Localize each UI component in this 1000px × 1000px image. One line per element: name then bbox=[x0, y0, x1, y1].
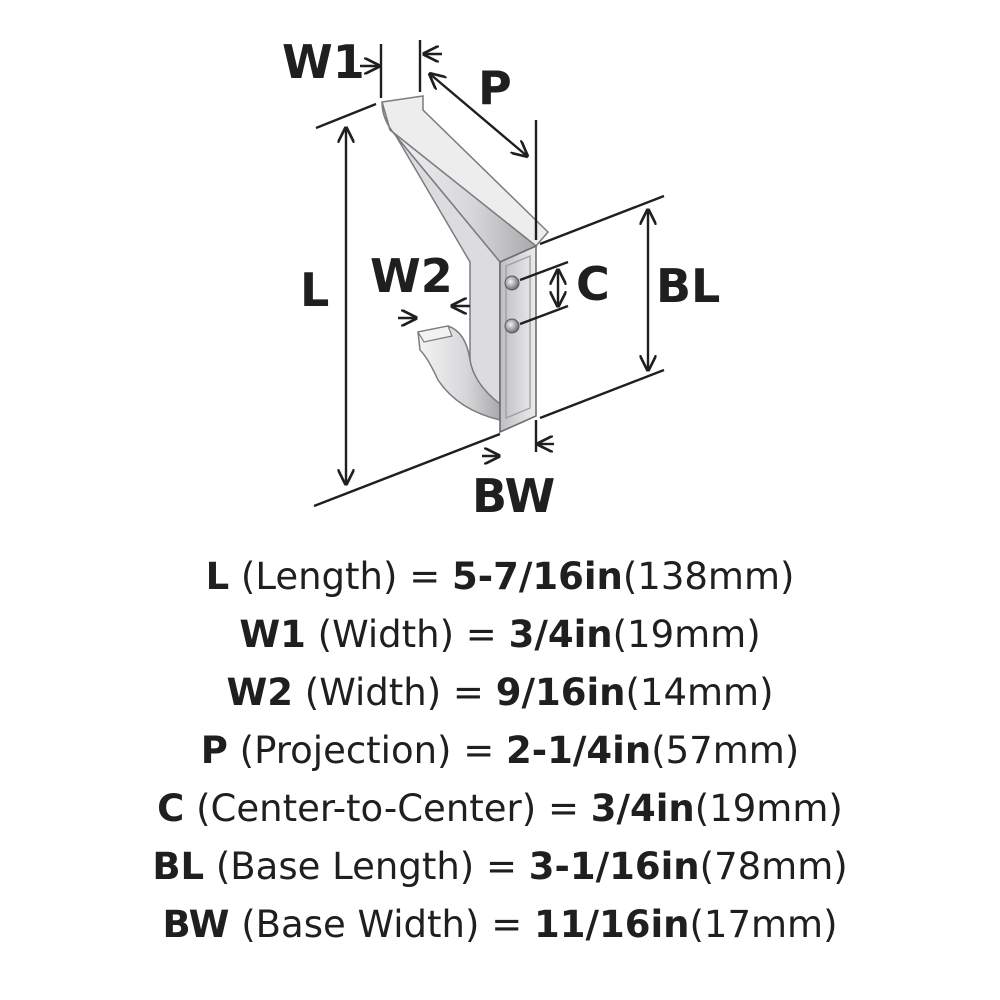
dimension-lines bbox=[313, 40, 665, 508]
dimension-spec-list: L (Length) = 5-7/16in(138mm)W1 (Width) =… bbox=[0, 548, 1000, 954]
spec-row-bl: BL (Base Length) = 3-1/16in(78mm) bbox=[0, 838, 1000, 896]
spec-imperial: 5-7/16in bbox=[451, 555, 623, 598]
screw-bottom-icon bbox=[504, 318, 520, 334]
hook-dimension-diagram: W1 P L W2 C BL BW bbox=[282, 35, 720, 523]
spec-metric: (19mm) bbox=[694, 787, 843, 830]
spec-name: (Length) bbox=[240, 555, 398, 598]
l-extension-top bbox=[315, 102, 377, 130]
spec-equals: = bbox=[547, 787, 579, 830]
bw-label: BW bbox=[472, 469, 555, 523]
spec-metric: (78mm) bbox=[699, 845, 848, 888]
l-label: L bbox=[300, 263, 329, 317]
spec-imperial: 9/16in bbox=[495, 671, 626, 714]
spec-name: (Projection) bbox=[239, 729, 452, 772]
spec-name: (Base Length) bbox=[215, 845, 475, 888]
p-dimension-arrow bbox=[430, 74, 527, 156]
spec-code: W2 bbox=[226, 671, 294, 714]
spec-equals: = bbox=[409, 555, 441, 598]
spec-equals: = bbox=[463, 729, 495, 772]
spec-row-w2: W2 (Width) = 9/16in(14mm) bbox=[0, 664, 1000, 722]
c-label: C bbox=[576, 257, 610, 311]
screw-top-icon bbox=[504, 275, 520, 291]
bl-label: BL bbox=[656, 259, 720, 313]
spec-code: BW bbox=[162, 903, 230, 946]
spec-code: W1 bbox=[239, 613, 306, 656]
w1-label: W1 bbox=[282, 35, 365, 89]
spec-imperial: 11/16in bbox=[533, 903, 690, 946]
spec-code: L bbox=[205, 555, 230, 598]
spec-imperial: 3-1/16in bbox=[528, 845, 700, 888]
spec-row-l: L (Length) = 5-7/16in(138mm) bbox=[0, 548, 1000, 606]
spec-equals: = bbox=[491, 903, 523, 946]
spec-name: (Width) bbox=[317, 613, 455, 656]
spec-metric: (19mm) bbox=[612, 613, 761, 656]
spec-imperial: 3/4in bbox=[590, 787, 695, 830]
spec-code: C bbox=[157, 787, 185, 830]
spec-row-c: C (Center-to-Center) = 3/4in(19mm) bbox=[0, 780, 1000, 838]
spec-metric: (57mm) bbox=[651, 729, 800, 772]
spec-imperial: 3/4in bbox=[508, 613, 613, 656]
spec-name: (Width) bbox=[304, 671, 442, 714]
spec-row-w1: W1 (Width) = 3/4in(19mm) bbox=[0, 606, 1000, 664]
spec-equals: = bbox=[485, 845, 517, 888]
spec-name: (Base Width) bbox=[241, 903, 480, 946]
c-extension-top bbox=[519, 260, 569, 282]
spec-equals: = bbox=[465, 613, 497, 656]
spec-code: P bbox=[200, 729, 228, 772]
wall-hook-illustration bbox=[381, 95, 550, 434]
spec-metric: (17mm) bbox=[689, 903, 838, 946]
l-extension-bottom bbox=[313, 432, 501, 508]
spec-code: BL bbox=[152, 845, 205, 888]
w2-label: W2 bbox=[370, 249, 453, 303]
spec-metric: (14mm) bbox=[625, 671, 774, 714]
p-label: P bbox=[478, 61, 512, 115]
bl-extension-top bbox=[539, 194, 665, 246]
bl-extension-bottom bbox=[539, 368, 665, 420]
spec-equals: = bbox=[452, 671, 484, 714]
spec-name: (Center-to-Center) bbox=[196, 787, 537, 830]
spec-metric: (138mm) bbox=[622, 555, 795, 598]
spec-imperial: 2-1/4in bbox=[506, 729, 652, 772]
c-extension-bottom bbox=[519, 304, 569, 326]
spec-row-p: P (Projection) = 2-1/4in(57mm) bbox=[0, 722, 1000, 780]
spec-row-bw: BW (Base Width) = 11/16in(17mm) bbox=[0, 896, 1000, 954]
